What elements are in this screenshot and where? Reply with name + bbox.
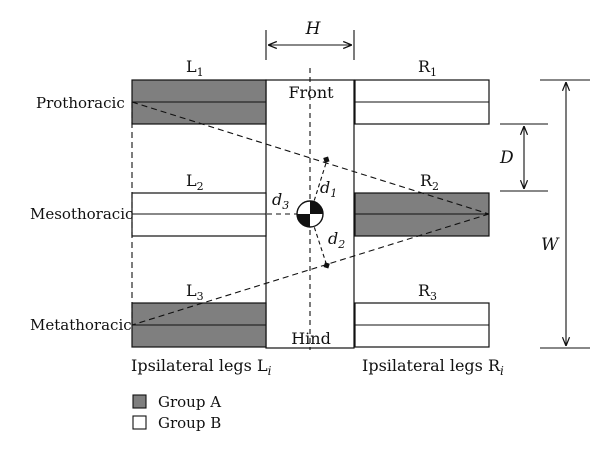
footer-right-label: Ipsilateral legs Ri (362, 356, 504, 378)
d3-label: d3 (272, 190, 289, 212)
d-spacing-label: D (499, 148, 514, 168)
leg-label-l2: L2 (186, 171, 204, 193)
right-leg-r2 (354, 192, 490, 237)
d1-right-angle-mark (323, 156, 330, 163)
segment-label-metathoracic: Metathoracic (30, 316, 132, 334)
footer-left-label: Ipsilateral legs Li (131, 356, 272, 378)
segment-label-prothoracic: Prothoracic (36, 94, 125, 112)
legend-label-group-a: Group A (158, 393, 221, 411)
d1-label: d1 (320, 178, 337, 200)
legend-swatch-group-b (132, 415, 147, 430)
leg-label-r2: R2 (420, 171, 439, 193)
leg-label-r3: R3 (418, 281, 437, 303)
right-leg-r3 (354, 302, 490, 348)
segment-label-mesothoracic: Mesothoracic (30, 205, 133, 223)
left-leg-l1 (131, 79, 267, 125)
d2-label: d2 (328, 229, 345, 251)
front-label: Front (288, 83, 334, 102)
hind-label: Hind (291, 329, 331, 348)
center-of-mass-icon (296, 200, 324, 228)
right-leg-r1 (354, 79, 490, 125)
h-label: H (305, 19, 322, 39)
legend-swatch-group-a (132, 394, 147, 409)
d2-right-angle-mark (323, 262, 330, 269)
leg-label-r1: R1 (418, 57, 437, 79)
leg-label-l1: L1 (186, 57, 204, 79)
leg-label-l3: L3 (186, 281, 204, 303)
left-leg-l3 (131, 302, 267, 348)
legend-label-group-b: Group B (158, 414, 221, 432)
legend: Group A Group B (132, 393, 221, 432)
w-span-label: W (541, 235, 560, 255)
